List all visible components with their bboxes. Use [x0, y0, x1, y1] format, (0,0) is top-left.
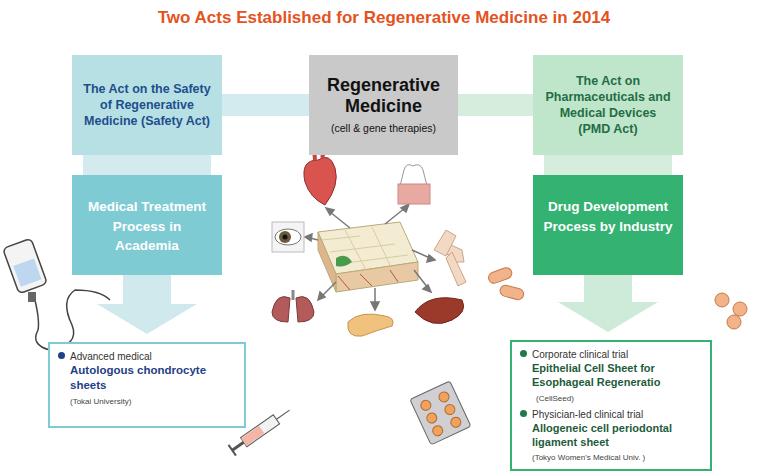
bullet-dot — [520, 410, 527, 417]
connector — [558, 275, 658, 332]
tooth-illustration — [398, 165, 430, 204]
leg-illustration — [434, 230, 466, 286]
heading-text: Regenerative Medicine — [315, 75, 452, 118]
result-box: Corporate clinical trialEpithelial Cell … — [510, 340, 712, 471]
connector — [222, 94, 309, 116]
note-text: (CellSeed) — [536, 394, 574, 403]
pills-illustration — [487, 266, 747, 329]
pointer-arrows — [305, 204, 435, 310]
connector — [458, 94, 533, 116]
blister-pack-illustration — [410, 381, 471, 445]
body-text: (Tokai University) — [70, 396, 236, 407]
heading-text: Autologous chondrocyte sheets — [70, 363, 236, 393]
connector — [544, 155, 672, 175]
bullet-text: Physician-led clinical trial — [532, 409, 643, 420]
heading-text: Epithelial Cell Sheet for Esophageal Reg… — [532, 361, 702, 404]
heading-text: Medical Treatment Process in Academia — [82, 197, 212, 256]
bullet-text: Advanced medical — [70, 351, 152, 362]
bullet-item: Advanced medical — [58, 350, 236, 363]
body-text: (cell & gene therapies) — [315, 122, 452, 136]
bullet-text: Corporate clinical trial — [532, 349, 628, 360]
connector — [97, 275, 197, 334]
heading-text: Allogeneic cell periodontal ligament she… — [532, 421, 702, 450]
bullet-item: Physician-led clinical trial — [520, 408, 702, 421]
result-box: Advanced medicalAutologous chondrocyte s… — [48, 342, 246, 428]
lungs-illustration — [272, 290, 314, 322]
body-text: (Tokyo Women's Medical Univ. ) — [532, 452, 702, 463]
liver-illustration — [415, 298, 464, 324]
heading-text: The Act on the Safety of Regenerative Me… — [82, 81, 212, 130]
act-box: Regenerative Medicine (cell & gene therap… — [309, 55, 458, 155]
heading-text: Drug Development Process by Industry — [543, 197, 673, 236]
process-box: Drug Development Process by Industry — [533, 175, 683, 275]
act-box: The Act on the Safety of Regenerative Me… — [72, 55, 222, 155]
bullet-dot — [58, 352, 65, 359]
connector — [83, 155, 211, 175]
bullet-item: Corporate clinical trial — [520, 348, 702, 361]
eye-illustration — [272, 222, 304, 252]
bullet-dot — [520, 350, 527, 357]
tissue-illustration — [318, 222, 418, 292]
heading-text: The Act on Pharmaceuticals and Medical D… — [543, 73, 673, 138]
diagram-title: Two Acts Established for Regenerative Me… — [0, 8, 768, 28]
pancreas-illustration — [348, 314, 393, 336]
act-box: The Act on Pharmaceuticals and Medical D… — [533, 55, 683, 155]
process-box: Medical Treatment Process in Academia — [72, 175, 222, 275]
